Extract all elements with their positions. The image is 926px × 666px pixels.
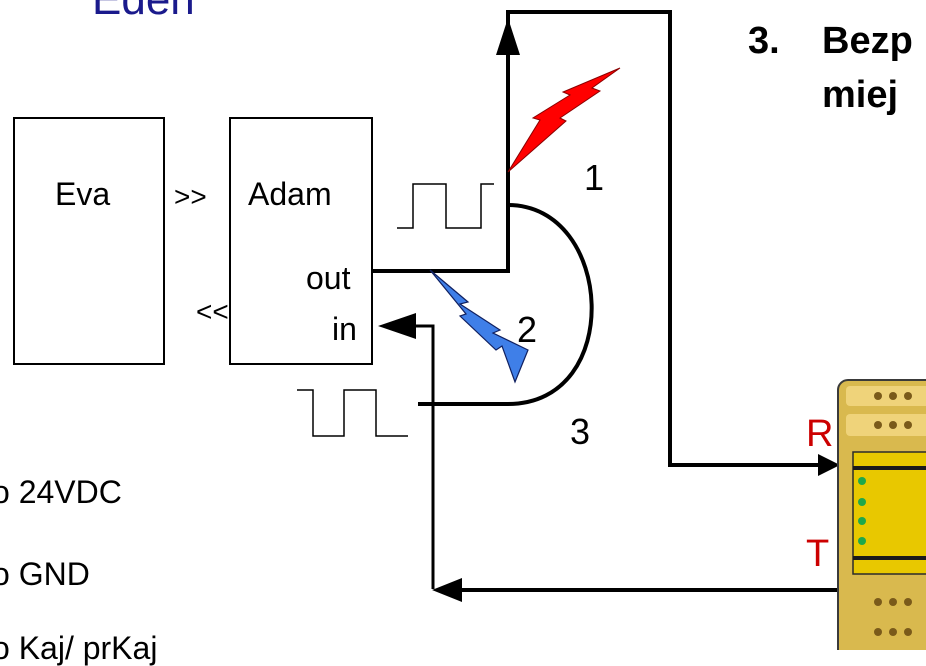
output-wire [372, 10, 828, 467]
left-item-3: o Kaj/ prKaj [0, 630, 158, 666]
diagram-canvas [13, 10, 926, 650]
title-fragment: Eden [92, 0, 195, 22]
left-item-2: o GND [0, 556, 90, 592]
output-arrow-head [496, 18, 520, 55]
eva-block [13, 117, 165, 365]
input-pulse [297, 389, 408, 437]
adam-block [229, 117, 373, 365]
short-circuit-arc [418, 203, 594, 406]
left-item-1: o 24VDC [0, 474, 122, 510]
receive-arrow-label: << [196, 296, 229, 327]
output-pulse [397, 183, 494, 229]
return-wire-vertical [408, 324, 435, 589]
relay-pin-t: T [806, 533, 830, 575]
eva-label: Eva [55, 176, 111, 212]
adam-label: Adam [248, 176, 332, 212]
fault-label-3: 3 [570, 411, 591, 452]
in-port-label: in [332, 311, 357, 347]
input-arrow-head [378, 313, 416, 339]
heading-line-1: Bezp [822, 20, 913, 62]
relay-input-arrow-head [818, 454, 840, 476]
fault-label-1: 1 [584, 157, 605, 198]
heading-number: 3. [748, 20, 780, 62]
lightning-bolt-icon [429, 269, 529, 384]
heading-line-2: miej [822, 74, 899, 116]
fault-label-2: 2 [517, 309, 538, 350]
send-arrow-label: >> [174, 181, 207, 212]
out-port-label: out [306, 260, 351, 296]
safety-relay-icon [837, 379, 926, 650]
relay-pin-r: R [806, 413, 834, 455]
lightning-bolt-icon [507, 67, 621, 173]
return-arrow-head [432, 578, 462, 602]
